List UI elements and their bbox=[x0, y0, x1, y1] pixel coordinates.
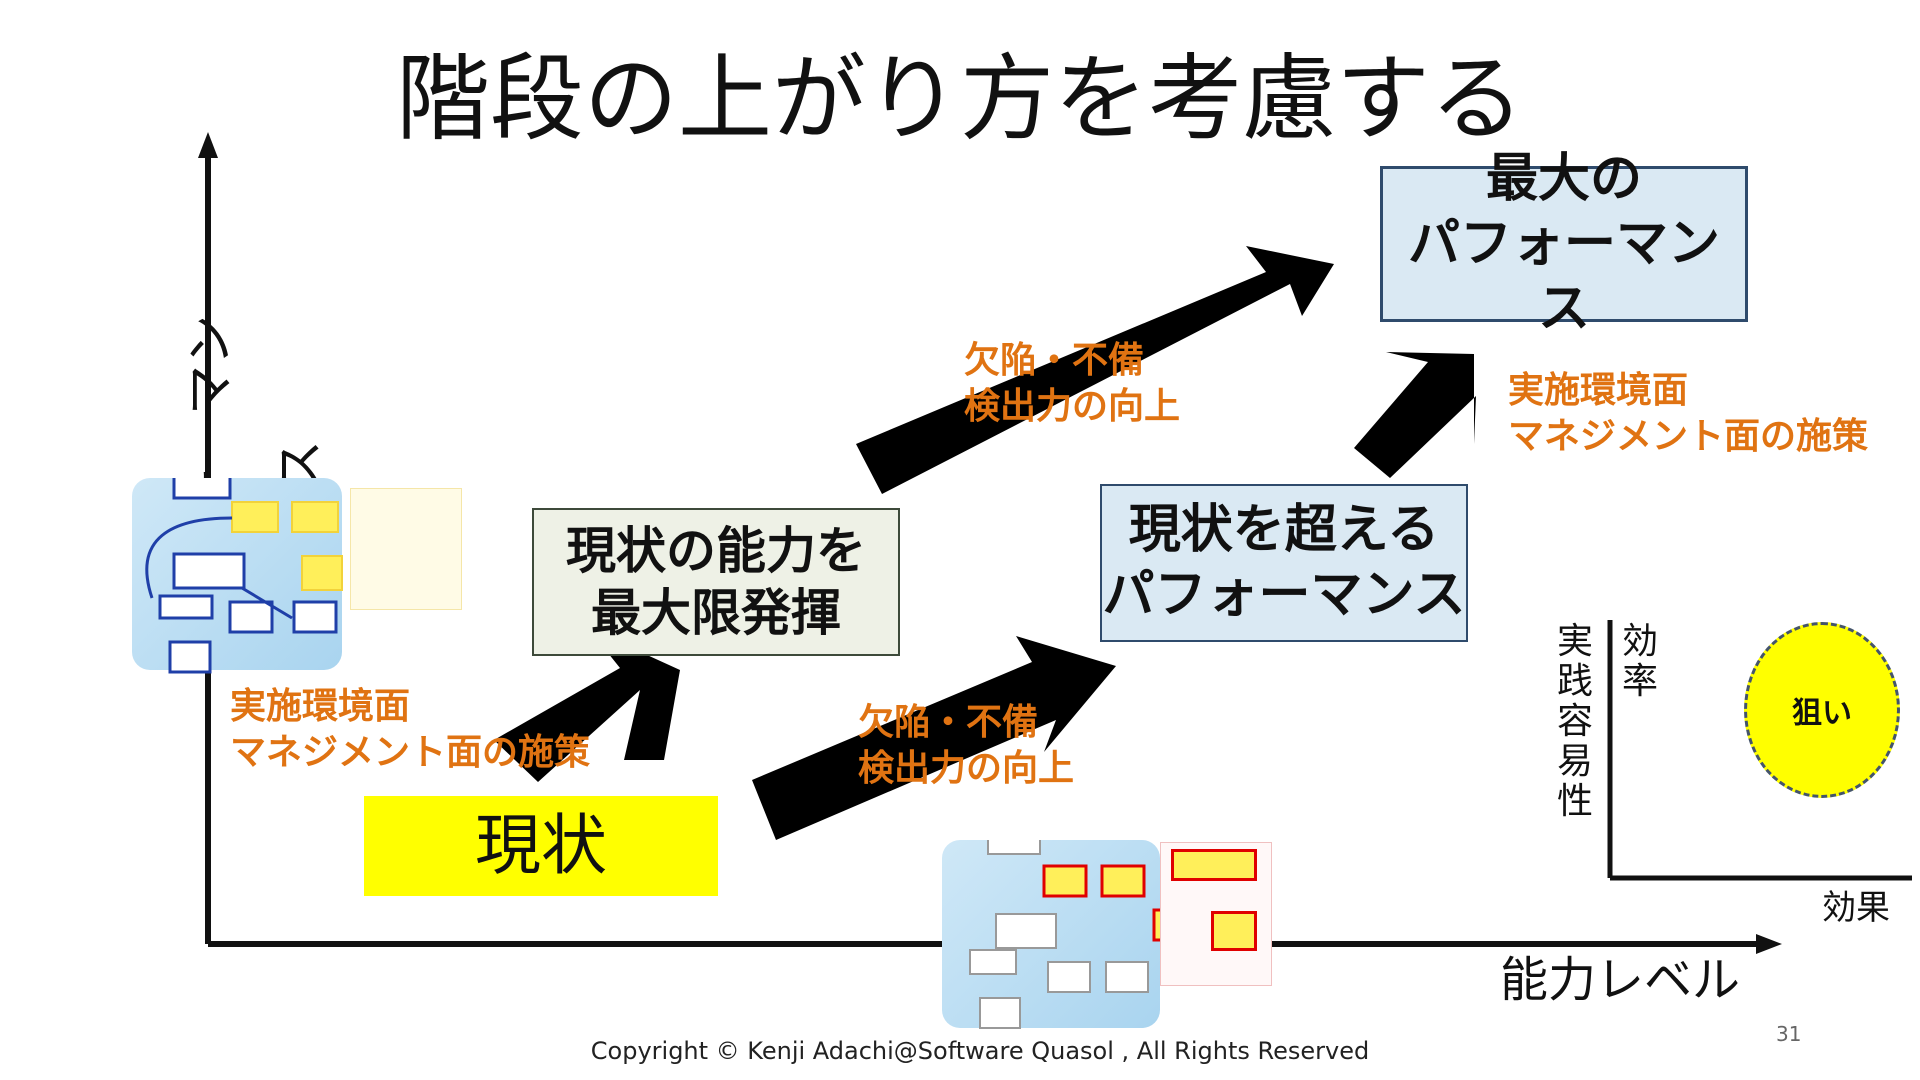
detect-upper-line1: 欠陥・不備 bbox=[964, 340, 1145, 381]
thumb-motivation-node bbox=[1171, 849, 1257, 881]
thumb-node bbox=[168, 640, 212, 674]
thumb-node bbox=[231, 501, 279, 533]
thumb-node bbox=[292, 600, 338, 634]
thumb-node bbox=[158, 594, 214, 620]
y-axis-arrowhead bbox=[198, 132, 218, 158]
review-model-thumbnail-bottom bbox=[942, 840, 1196, 1029]
copyright-text: Copyright © Kenji Adachi@Software Quasol… bbox=[590, 1037, 1370, 1065]
env-note-left-line2: マネジメント面の施策 bbox=[230, 732, 591, 773]
x-axis-arrowhead bbox=[1756, 934, 1782, 954]
env-note-left-line1: 実施環境面 bbox=[230, 686, 411, 727]
thumb-node bbox=[987, 840, 1041, 855]
mini-y-label-efficiency: 効率 bbox=[1621, 621, 1658, 702]
max-perf-line1: 最大の bbox=[1485, 148, 1642, 209]
detect-note-upper: 欠陥・不備 検出力の向上 bbox=[964, 338, 1180, 430]
thumb-node bbox=[172, 478, 232, 500]
ability-line1: 現状の能力を bbox=[566, 521, 866, 580]
thumb-node bbox=[1047, 961, 1091, 993]
thumbnail-left-drawing bbox=[145, 478, 343, 674]
thumb-node bbox=[1100, 864, 1146, 898]
thumb-node bbox=[1105, 961, 1149, 993]
thumb-node bbox=[979, 997, 1021, 1029]
env-note-right-line1: 実施環境面 bbox=[1508, 370, 1689, 411]
mini-x-label-effect: 効果 bbox=[1822, 888, 1890, 928]
detect-note-lower: 欠陥・不備 検出力の向上 bbox=[858, 700, 1074, 792]
review-model-thumbnail-left-aux bbox=[350, 488, 462, 610]
thumb-connector bbox=[145, 516, 233, 599]
thumb-node bbox=[228, 600, 274, 634]
step-arrow-3 bbox=[856, 246, 1334, 494]
max-ability-box: 現状の能力を 最大限発揮 bbox=[532, 508, 900, 656]
review-model-thumbnail-bottom-aux bbox=[1160, 842, 1272, 986]
thumb-node bbox=[995, 913, 1057, 949]
env-note-right-line2: マネジメント面の施策 bbox=[1508, 416, 1869, 457]
thumb-node bbox=[301, 555, 343, 591]
env-measure-note-right: 実施環境面 マネジメント面の施策 bbox=[1508, 368, 1868, 460]
beyond-line1: 現状を超える bbox=[1128, 500, 1440, 560]
mini-y-label-ease: 実践容易性 bbox=[1556, 621, 1593, 822]
slide-title: 階段の上がり方を考慮する bbox=[395, 45, 1524, 154]
max-perf-line2: パフォーマンス bbox=[1407, 213, 1720, 339]
thumb-node bbox=[1042, 864, 1088, 898]
max-performance-box: 最大の パフォーマンス bbox=[1380, 149, 1748, 339]
env-measure-note-left: 実施環境面 マネジメント面の施策 bbox=[230, 684, 590, 776]
current-state-box: 現状 bbox=[364, 796, 718, 896]
target-circle: 狙い bbox=[1744, 622, 1900, 798]
thumb-node bbox=[969, 949, 1017, 975]
review-model-thumbnail-left bbox=[132, 478, 343, 674]
x-axis-label: 能力レベル bbox=[1500, 952, 1741, 1008]
ability-line2: 最大限発揮 bbox=[591, 584, 841, 642]
step-arrow-1 bbox=[494, 628, 680, 782]
detect-lower-line2: 検出力の向上 bbox=[858, 748, 1075, 789]
page-number: 31 bbox=[1776, 1022, 1802, 1046]
thumb-effect-node bbox=[1211, 911, 1257, 951]
beyond-current-box: 現状を超える パフォーマンス bbox=[1100, 484, 1468, 642]
thumb-node bbox=[172, 552, 246, 590]
step-arrow-4 bbox=[1354, 352, 1476, 478]
thumb-node bbox=[291, 501, 339, 533]
beyond-line2: パフォーマンス bbox=[1102, 565, 1466, 625]
detect-lower-line1: 欠陥・不備 bbox=[858, 702, 1039, 743]
thumb-connector bbox=[241, 586, 293, 620]
detect-upper-line2: 検出力の向上 bbox=[964, 386, 1181, 427]
step-arrow-2 bbox=[752, 636, 1116, 840]
